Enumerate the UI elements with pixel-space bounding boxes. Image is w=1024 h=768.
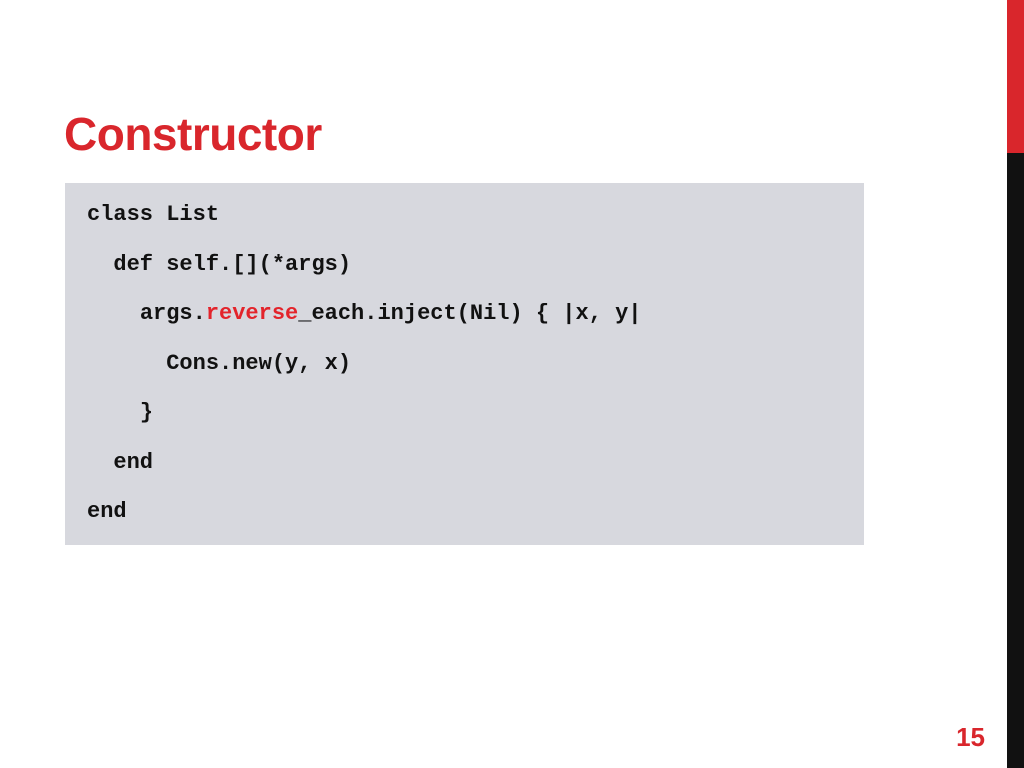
code-line: args.reverse_each.inject(Nil) { |x, y|: [139, 301, 642, 326]
code-line: Cons.new(y, x): [166, 351, 352, 376]
page-number: 15: [956, 722, 985, 752]
code-keyword-highlight: reverse: [205, 301, 299, 326]
code-line: def self.[](*args): [113, 252, 352, 277]
accent-bar-dark: [1007, 153, 1024, 768]
accent-bar-red: [1007, 0, 1024, 153]
slide-title: Constructor: [64, 108, 322, 160]
code-line: class List: [87, 202, 220, 227]
code-block: class List def self.[](*args) args.rever…: [65, 183, 864, 545]
code-line: }: [139, 400, 154, 425]
code-line: end: [87, 499, 127, 524]
code-line: end: [113, 450, 154, 475]
